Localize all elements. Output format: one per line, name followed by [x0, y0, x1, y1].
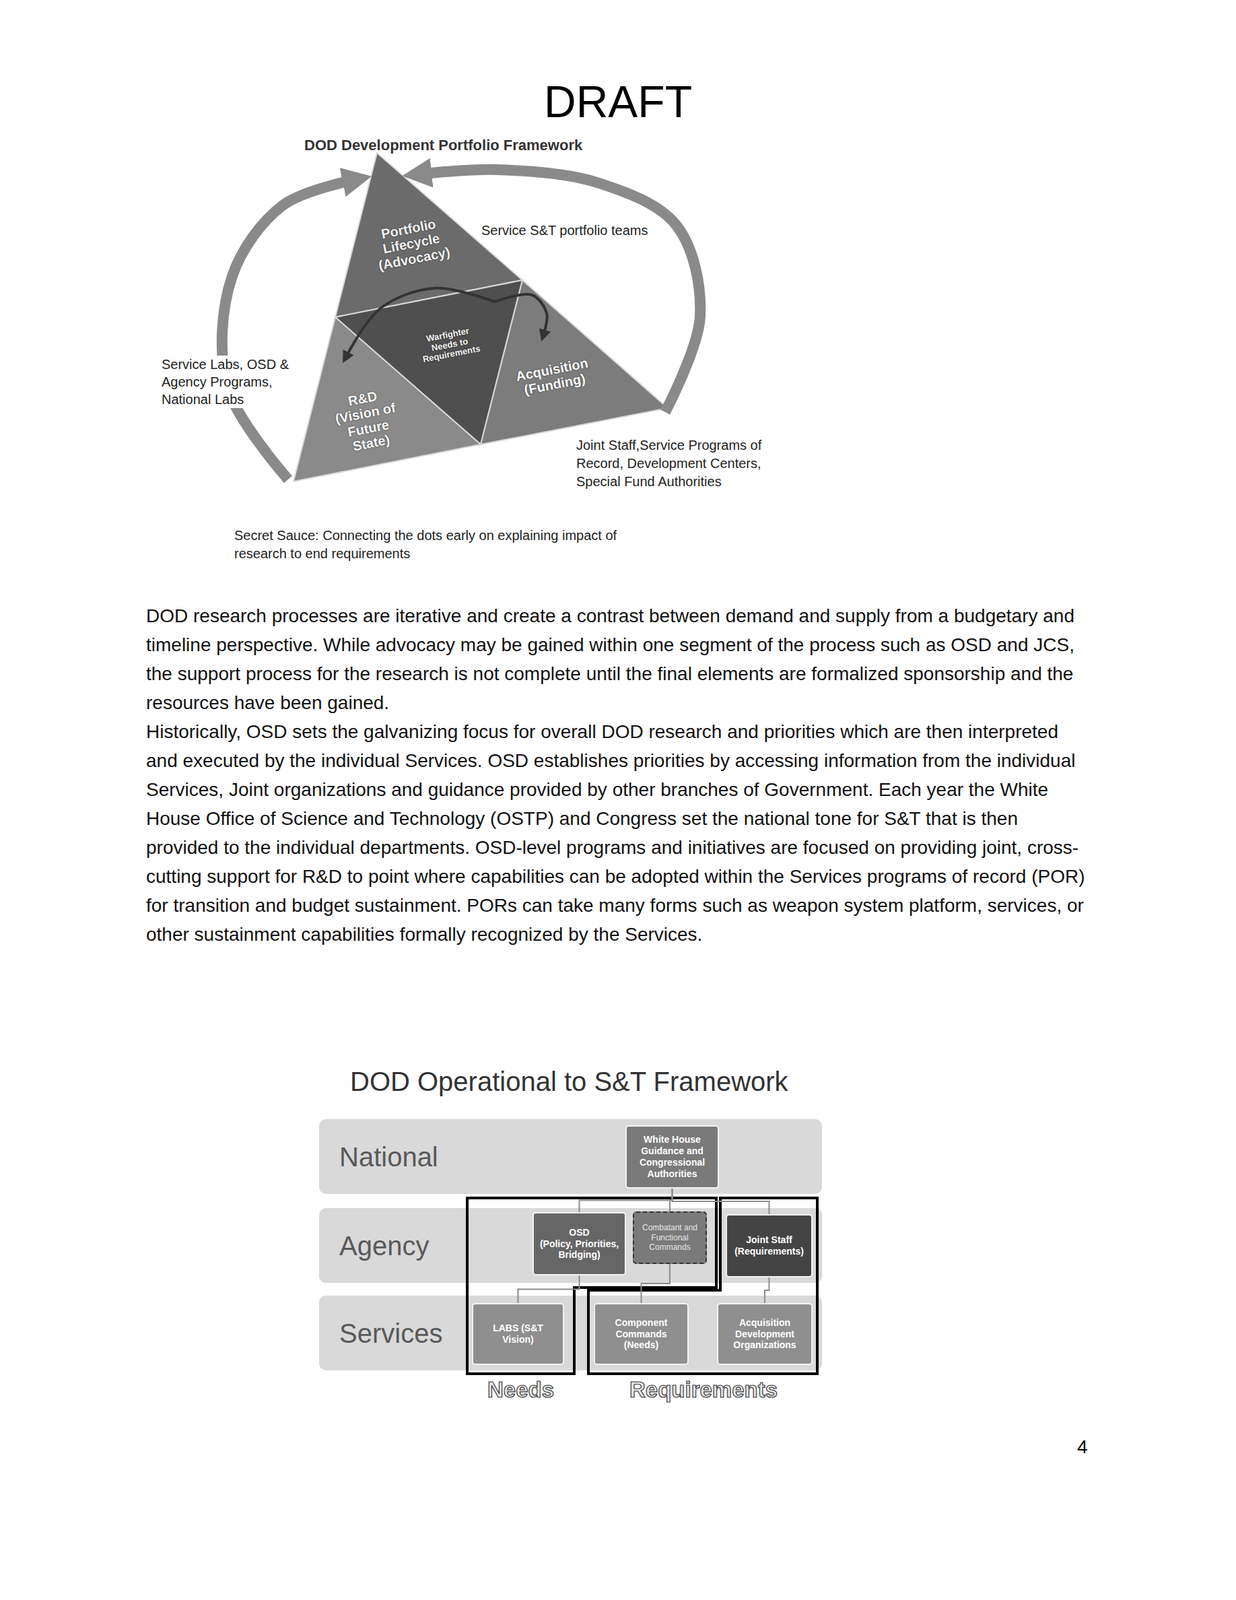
node-text: Acquisition Development Organizations	[723, 1316, 807, 1351]
callout-label: Service Labs, OSD & Agency Programs, Nat…	[161, 355, 297, 408]
band-fill	[319, 1207, 822, 1283]
label-box: Secret Sauce: Connecting the dots early …	[234, 526, 666, 563]
org-box: White House Guidance and Congressional A…	[625, 1124, 719, 1189]
triangle-text-block: R&D (Vision of Future State)	[323, 383, 410, 458]
acquisition-triangle: Acquisition (Funding)	[480, 280, 668, 445]
tier-band: Agency OSD(Policy, Priorities, Bridging) C…	[319, 1207, 822, 1283]
label-box: Joint Staff,Service Programs of Record, …	[576, 436, 799, 491]
page-number: 4	[1077, 1435, 1088, 1459]
org-box: Acquisition Development Organizations	[716, 1302, 813, 1365]
figure-heading: DOD Development Portfolio Framework	[304, 136, 583, 155]
org-box: LABS (S&T Vision)	[471, 1302, 565, 1365]
triangle-fill	[293, 317, 481, 482]
node-text: Acquisition (Funding)	[509, 354, 598, 400]
node-text: White House Guidance and Congressional A…	[631, 1133, 713, 1179]
band-fill	[319, 1118, 822, 1194]
label-box: Requirements	[629, 1376, 778, 1403]
callout-label: Joint Staff,Service Programs of Record, …	[576, 436, 799, 491]
org-box: OSD(Policy, Priorities, Bridging)	[532, 1211, 627, 1276]
page-title: DRAFT	[0, 75, 1236, 128]
body-paragraph: Historically, OSD sets the galvanizing f…	[146, 716, 1089, 949]
node-text: (Policy, Priorities, Bridging)	[538, 1238, 621, 1261]
triangle-shape	[293, 317, 481, 482]
label-box: DOD Development Portfolio Framework	[304, 136, 583, 155]
node-text: Agency	[339, 1230, 429, 1261]
label-box: Needs	[487, 1376, 555, 1403]
figure-heading: DOD Operational to S&T Framework	[350, 1065, 789, 1098]
org-box: Joint Staff (Requirements)	[725, 1213, 813, 1278]
label-box: Service S&T portfolio teams	[481, 222, 649, 239]
label-box: DOD Operational to S&T Framework	[350, 1065, 789, 1098]
triangle-text-block: Warfighter Needs to Requirements	[416, 324, 484, 365]
triangle-text-block: Acquisition (Funding)	[509, 354, 598, 400]
node-text: Combatant and Functional Commands	[638, 1222, 701, 1252]
node-text: Component Commands (Needs)	[599, 1316, 683, 1351]
callout-label: Service S&T portfolio teams	[481, 222, 649, 239]
node-text: Portfolio Lifecycle (Advocacy)	[370, 214, 454, 273]
group-label: Requirements	[629, 1376, 778, 1403]
node-text: LABS (S&T Vision)	[477, 1322, 559, 1346]
node-text: National	[339, 1141, 439, 1172]
node-text: Joint Staff (Requirements)	[731, 1233, 807, 1257]
rd-triangle: R&D (Vision of Future State)	[293, 317, 481, 482]
body-text: DOD research processes are iterative and…	[146, 601, 1089, 949]
dashed-org-box: Combatant and Functional Commands	[632, 1211, 707, 1264]
node-text: Services	[339, 1318, 443, 1348]
group-label: Needs	[487, 1376, 555, 1403]
triangle-fill	[480, 280, 668, 445]
body-paragraph: DOD research processes are iterative and…	[146, 601, 1089, 717]
tier-band: National White House Guidance and Congres…	[319, 1118, 822, 1194]
label-box: Service Labs, OSD & Agency Programs, Nat…	[161, 355, 297, 408]
node-text: OSD	[568, 1226, 590, 1239]
tier-band: Services LABS (S&T Vision) Component Comma…	[319, 1295, 822, 1370]
band-fill	[319, 1295, 822, 1370]
title-box: DRAFT	[0, 75, 1236, 128]
org-box: Component Commands (Needs)	[593, 1302, 689, 1365]
node-text: R&D (Vision of Future State)	[323, 383, 410, 458]
triangle-text-block: Portfolio Lifecycle (Advocacy)	[370, 214, 454, 273]
node-text: Warfighter Needs to Requirements	[416, 324, 484, 365]
label-box: 4	[1077, 1435, 1088, 1459]
note-text: Secret Sauce: Connecting the dots early …	[234, 526, 666, 563]
